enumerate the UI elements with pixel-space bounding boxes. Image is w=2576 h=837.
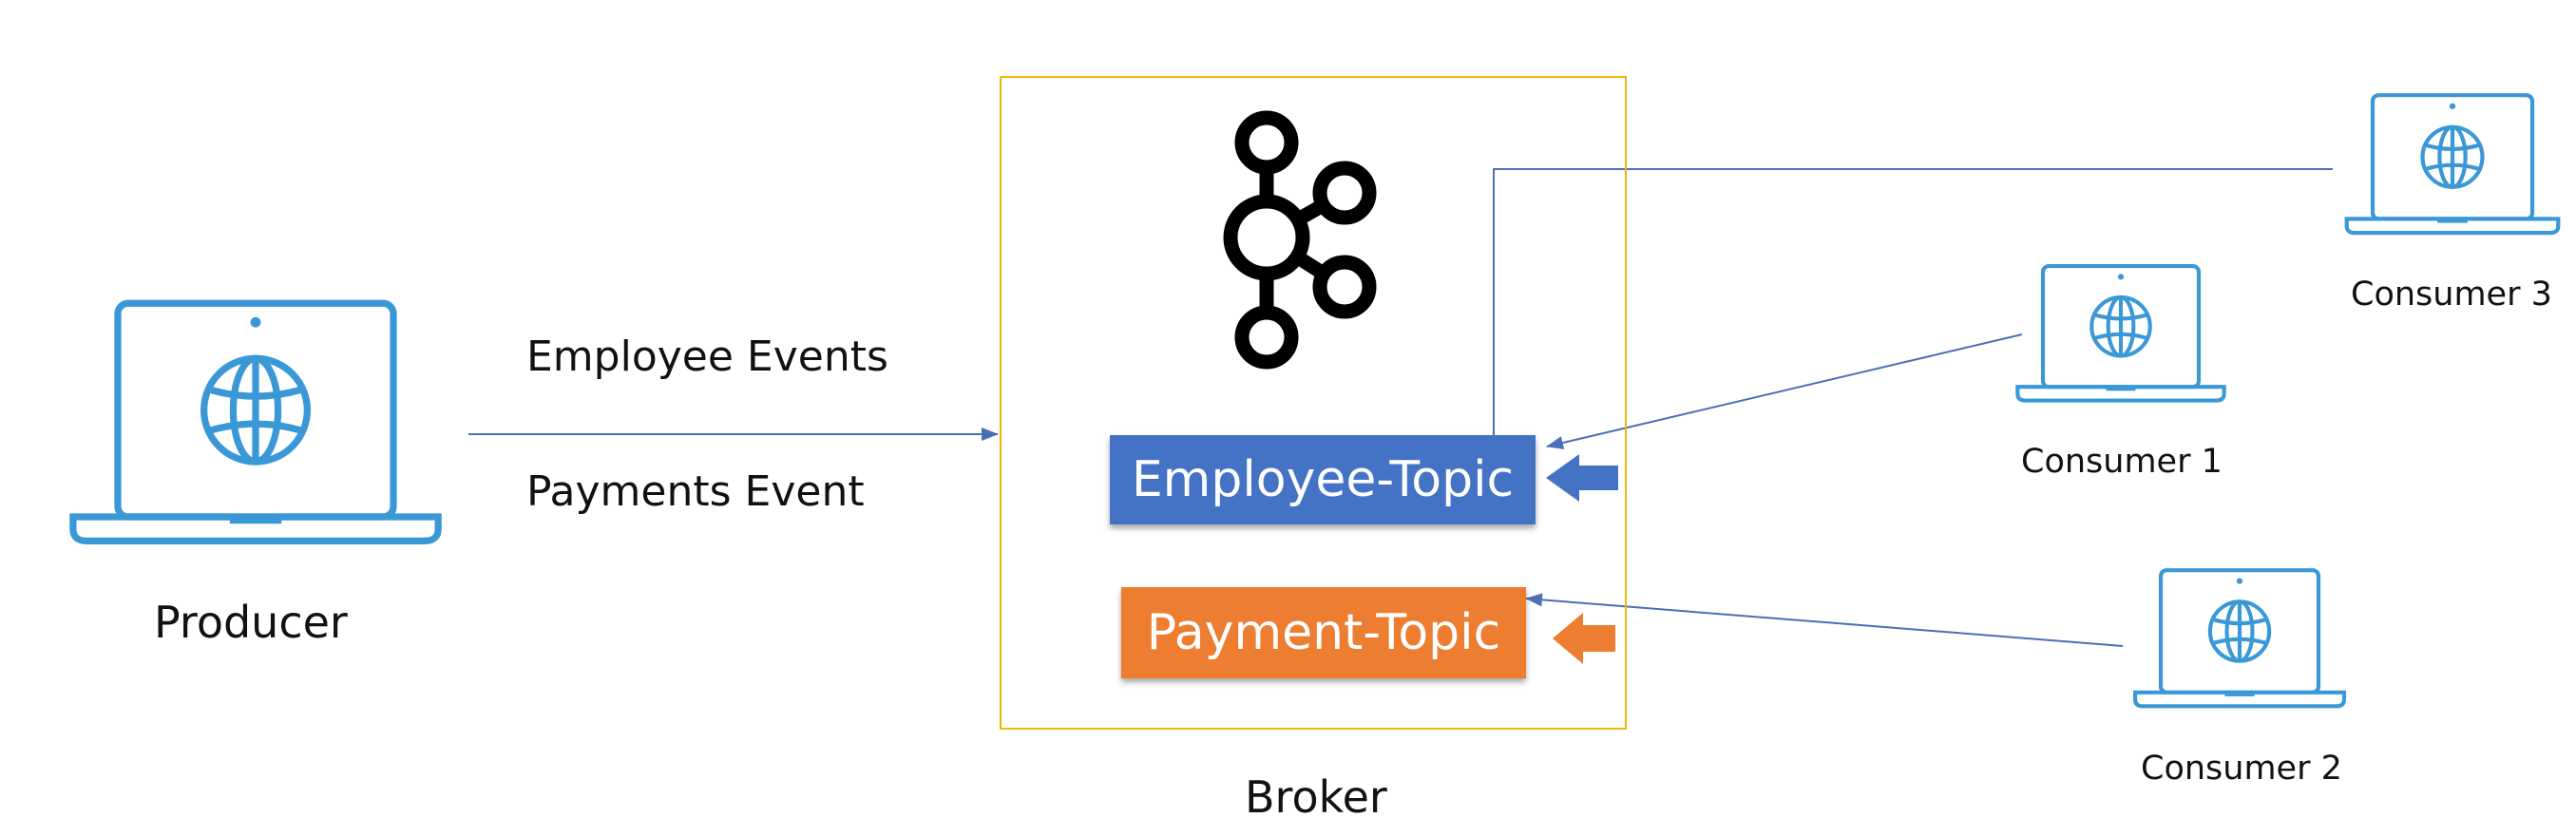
- consumer-1-laptop-icon: [2017, 266, 2223, 400]
- kafka-logo-icon: [1223, 110, 1377, 370]
- employee-events-label: Employee Events: [526, 333, 888, 381]
- consumer-3-label: Consumer 3: [2351, 276, 2552, 314]
- employee-topic-arrow-icon: [1546, 454, 1618, 502]
- consumer-1-label: Consumer 1: [2021, 443, 2223, 481]
- producer-laptop-icon: [73, 303, 438, 541]
- payment-topic-arrow-icon: [1553, 613, 1615, 664]
- payment-topic: Payment-Topic: [1121, 587, 1526, 678]
- broker-box: [1000, 76, 1627, 730]
- consumer-3-connector: [1493, 168, 2333, 437]
- broker-label: Broker: [1245, 771, 1387, 823]
- consumer-3-laptop-icon: [2347, 95, 2559, 233]
- consumer-2-label: Consumer 2: [2141, 750, 2342, 788]
- producer-label: Producer: [154, 597, 348, 648]
- payments-event-label: Payments Event: [526, 467, 865, 516]
- employee-topic: Employee-Topic: [1110, 435, 1536, 524]
- consumer-2-laptop-icon: [2135, 570, 2344, 706]
